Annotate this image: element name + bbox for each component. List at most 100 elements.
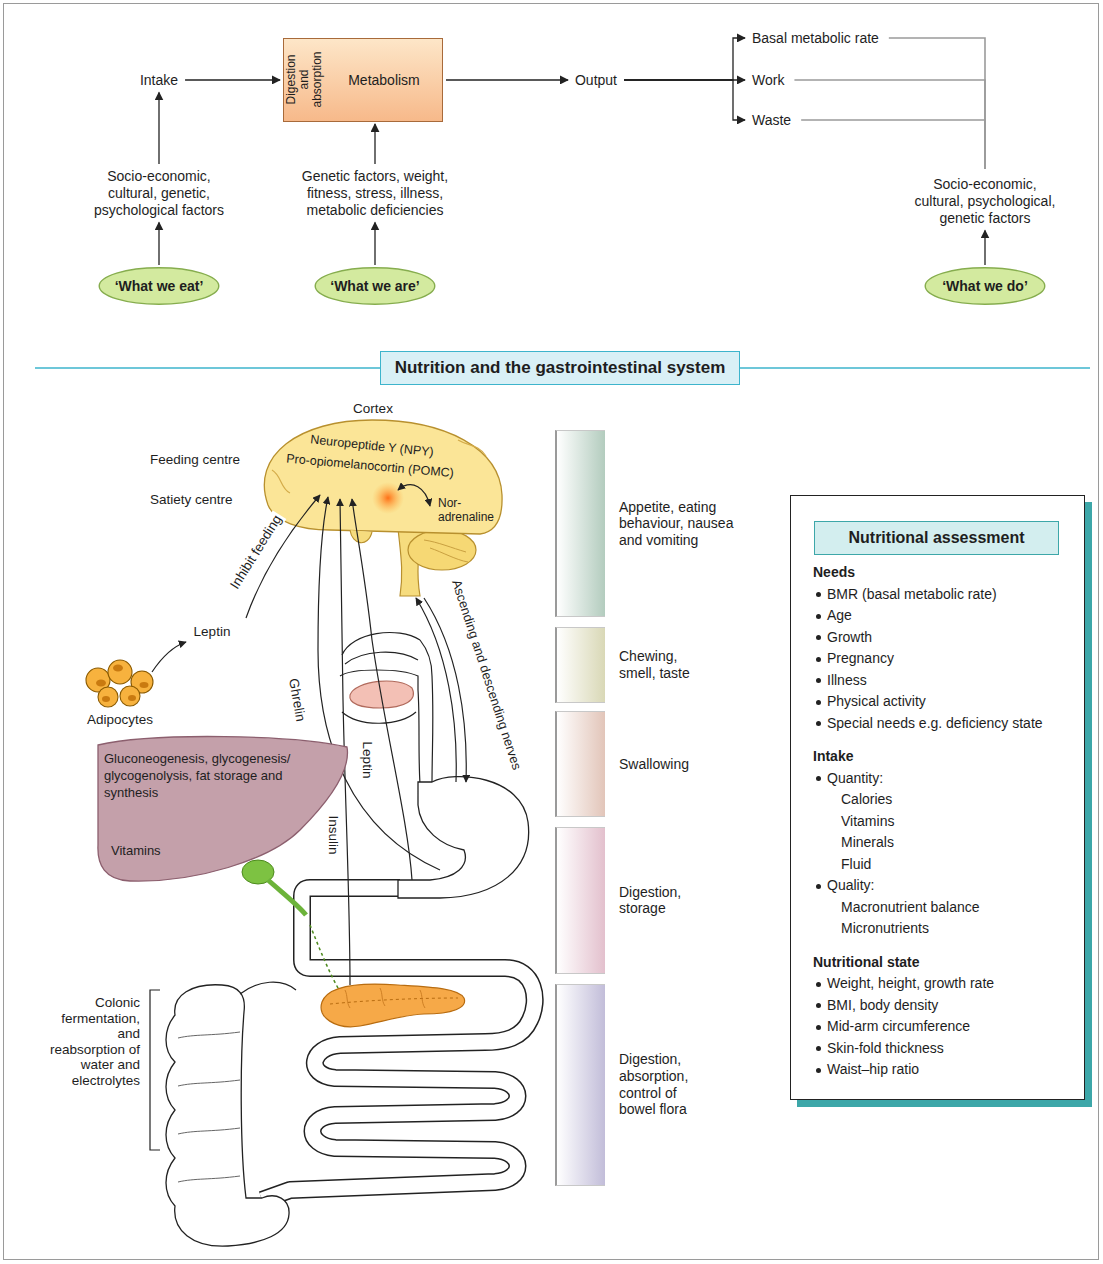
list-row: Physical activity xyxy=(813,691,1068,713)
label-text: Colonic fermentation, and reabsorption o… xyxy=(45,995,140,1088)
brain-illustration xyxy=(408,530,476,570)
flow-connector xyxy=(446,79,568,80)
bullet-dot xyxy=(816,884,821,889)
flow-connector xyxy=(158,222,159,265)
intestine-illustration xyxy=(262,888,535,1200)
list-text: Calories xyxy=(841,791,892,807)
function-band: Swallowing xyxy=(555,711,787,817)
list-text: Skin-fold thickness xyxy=(827,1040,944,1056)
flow-label: Work xyxy=(748,70,788,91)
brain-illustration xyxy=(398,485,430,506)
list-text: Minerals xyxy=(841,834,894,850)
list-row: Skin-fold thickness xyxy=(813,1038,1068,1060)
adipocyte-cells xyxy=(120,686,140,706)
panel-header: Nutritional assessment xyxy=(814,521,1059,555)
bullet-dot xyxy=(816,721,821,726)
pancreas-illustration xyxy=(345,988,425,1008)
title-box: Nutrition and the gastrointestinal syste… xyxy=(380,351,741,385)
head-illustration xyxy=(431,676,433,784)
list-text: Pregnancy xyxy=(827,650,894,666)
list-text: Vitamins xyxy=(841,813,894,829)
title-text: Nutrition and the gastrointestinal syste… xyxy=(395,358,726,377)
flow-connector xyxy=(374,222,375,265)
node-text: Vitamins xyxy=(111,843,161,860)
bullet-dot xyxy=(816,776,821,781)
list-row: BMR (basal metabolic rate) xyxy=(813,584,1068,606)
list-row: BMI, body density xyxy=(813,995,1068,1017)
band-bar xyxy=(555,827,605,974)
source-ellipse: ‘What we eat’ xyxy=(98,267,220,305)
pancreas-illustration xyxy=(321,984,464,1027)
colon-illustration xyxy=(166,982,296,1246)
signal-pathways xyxy=(152,642,186,672)
process-box: Digestion and absorptionMetabolism xyxy=(283,38,443,122)
label-text: Leptin xyxy=(194,624,231,640)
adipocyte-cells xyxy=(86,660,153,707)
flow-connector xyxy=(624,80,745,120)
list-text: Quantity: xyxy=(827,770,883,786)
node-text: Socio-economic, cultural, psychological,… xyxy=(909,176,1061,226)
node-text: Swallowing xyxy=(619,756,719,773)
intestine-illustration xyxy=(262,888,535,1200)
list-text: Micronutrients xyxy=(841,920,929,936)
list-row: Growth xyxy=(813,627,1068,649)
colon-illustration xyxy=(178,1032,240,1182)
list-row: Vitamins xyxy=(813,811,1068,833)
brain-illustration xyxy=(264,420,502,596)
list-text: Needs xyxy=(813,564,855,580)
brain-illustration xyxy=(372,482,404,514)
list-text: BMI, body density xyxy=(827,997,938,1013)
liver-outline xyxy=(98,737,348,882)
factor-text: Genetic factors, weight, fitness, stress… xyxy=(286,166,464,220)
flow-connector xyxy=(889,38,985,169)
list-text: Weight, height, growth rate xyxy=(827,975,994,991)
intestine-illustration xyxy=(262,888,535,1200)
node-text: Gluconeogenesis, glycogenesis/ glycogeno… xyxy=(104,751,304,802)
list-text: Physical activity xyxy=(827,693,926,709)
node-text: Metabolism xyxy=(326,39,442,121)
head-illustration xyxy=(340,633,433,784)
list-row: Illness xyxy=(813,670,1068,692)
adipocyte-cells xyxy=(108,660,132,684)
adipocyte-cells xyxy=(98,687,118,707)
gallbladder-illustration xyxy=(268,880,306,915)
band-bar xyxy=(555,984,605,1186)
bullet-dot xyxy=(816,982,821,987)
flow-connector xyxy=(624,38,745,80)
head-illustration xyxy=(342,712,416,723)
node-text: Work xyxy=(752,72,784,89)
label-text: Leptin xyxy=(359,740,375,781)
node-text: Digestion and absorption xyxy=(284,39,326,120)
list-text: Quality: xyxy=(827,877,874,893)
list-row: Special needs e.g. deficiency state xyxy=(813,713,1068,735)
bullet-dot xyxy=(816,1025,821,1030)
node-text: Genetic factors, weight, fitness, stress… xyxy=(288,168,462,218)
list-row: Pregnancy xyxy=(813,648,1068,670)
frame xyxy=(4,4,1099,1260)
pancreas-illustration xyxy=(330,998,458,1004)
head-illustration xyxy=(342,633,420,655)
source-ellipse: ‘What we do’ xyxy=(924,267,1046,305)
list-text: Growth xyxy=(827,629,872,645)
list-row: Weight, height, growth rate xyxy=(813,973,1068,995)
flow-connector xyxy=(158,92,159,164)
label-text: Feeding centre xyxy=(150,452,240,468)
signal-pathways xyxy=(352,499,412,880)
bullet-dot xyxy=(816,1046,821,1051)
adipocyte-cells xyxy=(113,665,123,672)
list-row: Macronutrient balance xyxy=(813,897,1068,919)
stomach-illustration xyxy=(398,777,529,898)
list-row: Micronutrients xyxy=(813,918,1068,940)
flow-connector xyxy=(984,230,985,265)
pancreas-illustration xyxy=(321,984,464,1027)
label-text: Adipocytes xyxy=(87,712,153,728)
flow-connector xyxy=(374,124,375,164)
band-bar xyxy=(555,627,605,703)
stomach-illustration xyxy=(398,777,529,898)
head-illustration xyxy=(345,652,418,664)
factor-text: Socio-economic, cultural, genetic, psych… xyxy=(84,166,234,220)
label-text: Cortex xyxy=(353,401,393,417)
list-row: Minerals xyxy=(813,832,1068,854)
list-row: Quality: xyxy=(813,875,1068,897)
node-text: Intake xyxy=(140,72,178,89)
